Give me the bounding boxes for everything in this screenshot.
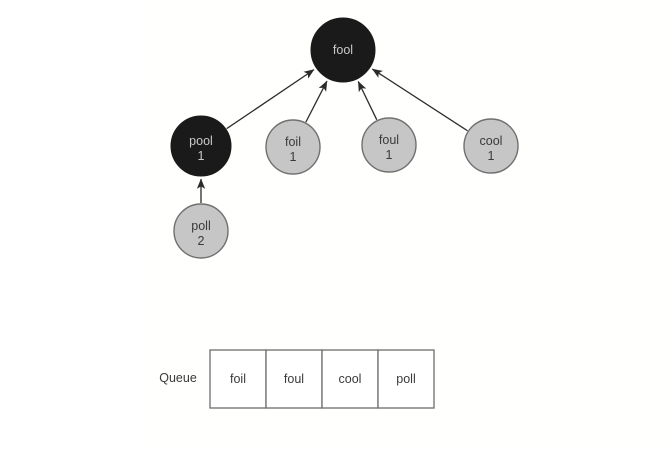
queue-cell-text-foil: foil xyxy=(230,372,246,386)
edge-pool-to-fool xyxy=(226,69,315,130)
queue-cell-text-foul: foul xyxy=(284,372,304,386)
node-distance-cool: 1 xyxy=(488,149,495,163)
queue-cell-text-cool: cool xyxy=(339,372,362,386)
queue-cell[interactable]: poll xyxy=(377,349,435,409)
queue-layer: Queue foil foul cool poll xyxy=(159,349,435,409)
edge-cool-to-fool xyxy=(371,68,468,132)
queue-cell-box-poll xyxy=(377,349,435,409)
node-circle-foul xyxy=(361,117,417,173)
node-word-pool: pool xyxy=(189,134,213,148)
node-distance-poll: 2 xyxy=(198,234,205,248)
node-circle-poll xyxy=(173,203,229,259)
queue-cell[interactable]: cool xyxy=(321,349,379,409)
queue-cell-box-cool xyxy=(321,349,379,409)
graph-node-fool[interactable]: fool xyxy=(310,17,376,83)
node-distance-pool: 1 xyxy=(198,149,205,163)
edge-foil-to-fool xyxy=(305,80,328,123)
edges-layer xyxy=(196,68,468,203)
queue-cell[interactable]: foil xyxy=(209,349,267,409)
node-word-poll: poll xyxy=(191,219,210,233)
queue-label: Queue xyxy=(159,371,197,385)
queue-cell-box-foul xyxy=(265,349,323,409)
node-circle-pool xyxy=(170,115,232,177)
node-word-cool: cool xyxy=(480,134,503,148)
node-circle-cool xyxy=(463,118,519,174)
queue-cell[interactable]: foul xyxy=(265,349,323,409)
queue-cell-text-poll: poll xyxy=(396,372,415,386)
node-circle-foil xyxy=(265,119,321,175)
edge-foul-to-fool xyxy=(357,81,378,121)
queue-cell-box-foil xyxy=(209,349,267,409)
node-word-foul: foul xyxy=(379,133,399,147)
node-word-fool: fool xyxy=(333,43,353,57)
node-circle-fool xyxy=(310,17,376,83)
node-distance-foul: 1 xyxy=(386,148,393,162)
node-word-foil: foil xyxy=(285,135,301,149)
node-distance-foil: 1 xyxy=(290,150,297,164)
